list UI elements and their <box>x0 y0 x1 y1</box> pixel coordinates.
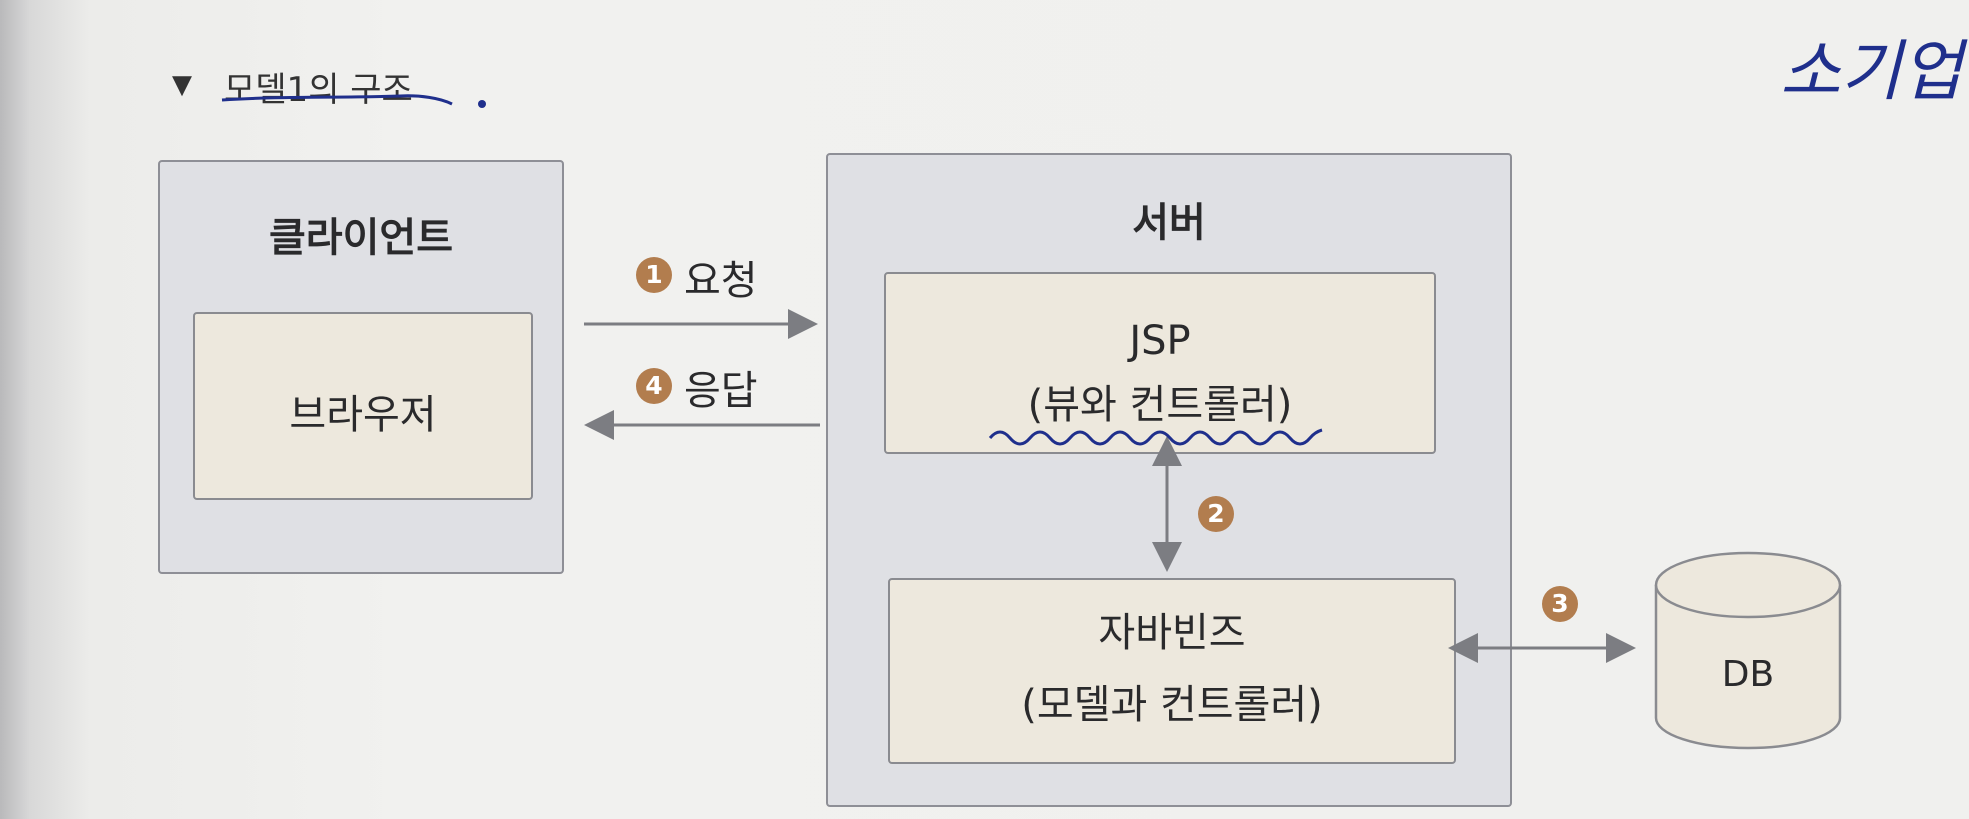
db-label: DB <box>1721 654 1775 695</box>
javabeans-role-label: (모델과 컨트롤러) <box>1021 682 1323 728</box>
step-3-badge: 3 <box>1542 586 1578 622</box>
title-pen-dot <box>478 100 486 108</box>
section-marker: ▼ <box>172 70 192 100</box>
jsp-label: JSP <box>1129 318 1191 364</box>
server-title: 서버 <box>1132 200 1206 246</box>
response-label: 응답 <box>684 368 758 414</box>
step-4-badge: 4 <box>636 368 672 404</box>
javabeans-box <box>888 578 1456 764</box>
step-2-badge: 2 <box>1198 496 1234 532</box>
handwritten-note: 소기업 에 <box>1780 33 1969 110</box>
title-pen-underline <box>221 94 453 106</box>
db-cylinder <box>1654 551 1842 750</box>
request-label: 요청 <box>684 258 758 304</box>
browser-box <box>193 312 533 500</box>
step-1-badge: 1 <box>636 257 672 293</box>
javabeans-label: 자바빈즈 <box>1098 610 1246 656</box>
jsp-role-label: (뷰와 컨트롤러) <box>1027 382 1293 428</box>
client-title: 클라이언트 <box>269 215 453 261</box>
jsp-pen-wave <box>988 428 1323 446</box>
browser-label: 브라우저 <box>289 392 437 438</box>
section-title: 모델1의 구조 <box>224 70 413 110</box>
